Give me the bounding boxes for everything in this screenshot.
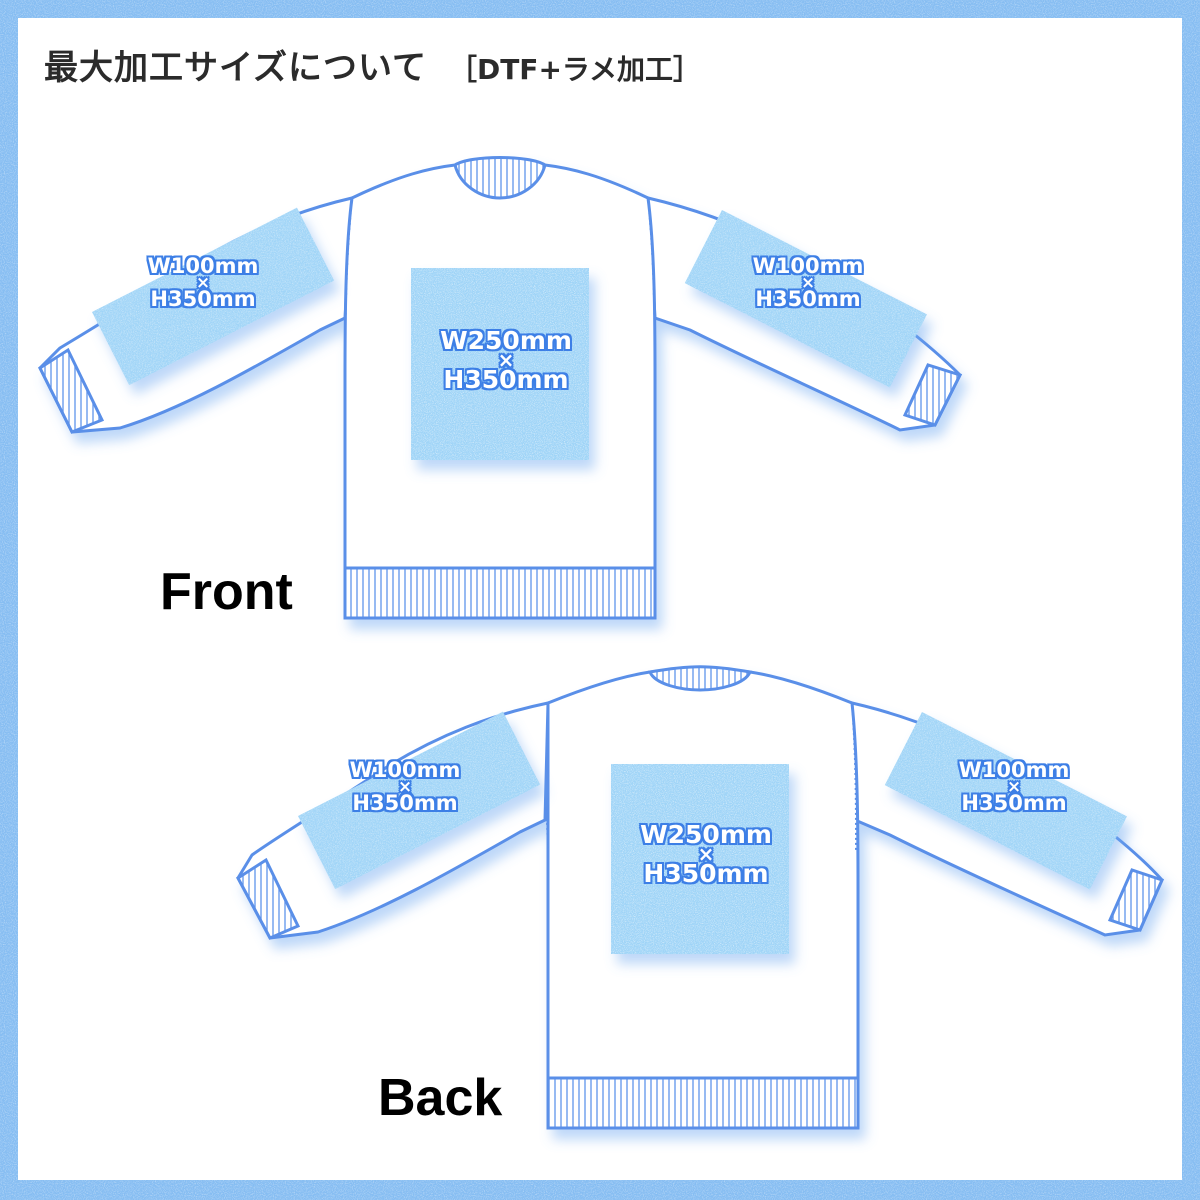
size-width: W250mm — [440, 326, 572, 355]
back-right-sleeve-size: W100mm × H350mm — [939, 760, 1089, 814]
front-body-size: W250mm × H350mm — [416, 328, 596, 392]
size-width: W100mm — [349, 758, 461, 782]
size-height: H350mm — [643, 859, 769, 888]
size-height: H350mm — [755, 286, 861, 311]
size-height: H350mm — [961, 790, 1067, 815]
size-times: × — [697, 842, 715, 866]
back-body-area — [611, 764, 789, 954]
size-height: H350mm — [443, 365, 569, 394]
size-times: × — [497, 348, 515, 372]
front-view-label: Front — [160, 563, 293, 621]
size-width: W250mm — [640, 820, 772, 849]
back-left-sleeve-area — [298, 711, 541, 890]
size-width: W100mm — [752, 254, 864, 278]
back-right-seam — [851, 702, 857, 851]
back-body-size: W250mm × H350mm — [616, 822, 796, 886]
back-hem-rib — [546, 1076, 860, 1130]
front-left-sleeve-area — [92, 207, 335, 386]
back-right-cuff-rib — [1107, 868, 1165, 932]
front-left-cuff-rib — [38, 347, 105, 434]
front-right-sleeve-size: W100mm × H350mm — [733, 256, 883, 310]
front-hem-rib — [343, 566, 657, 620]
back-view-label: Back — [378, 1069, 503, 1127]
front-left-sleeve-size: W100mm × H350mm — [128, 256, 278, 310]
size-times: × — [1006, 776, 1022, 796]
size-width: W100mm — [958, 758, 1070, 782]
page-header: 最大加工サイズについて ［DTF+ラメ加工］ — [44, 40, 701, 100]
size-times: × — [195, 272, 211, 292]
back-left-seam — [545, 702, 549, 851]
back-left-cuff-rib — [236, 857, 301, 940]
size-height: H350mm — [150, 286, 256, 311]
page-subtitle: ［DTF+ラメ加工］ — [448, 53, 702, 86]
size-height: H350mm — [352, 790, 458, 815]
page-title: 最大加工サイズについて — [44, 48, 427, 88]
size-times: × — [800, 272, 816, 292]
size-times: × — [397, 776, 413, 796]
front-left-seam — [344, 197, 353, 349]
front-body-area — [411, 268, 589, 460]
front-collar-rib — [453, 156, 547, 200]
back-left-sleeve-size: W100mm × H350mm — [330, 760, 480, 814]
back-collar-rib — [647, 665, 753, 692]
front-right-seam — [647, 197, 656, 349]
front-right-cuff-rib — [902, 363, 963, 427]
size-width: W100mm — [147, 254, 259, 278]
front-right-sleeve-area — [684, 210, 927, 388]
back-right-sleeve-area — [884, 712, 1127, 890]
